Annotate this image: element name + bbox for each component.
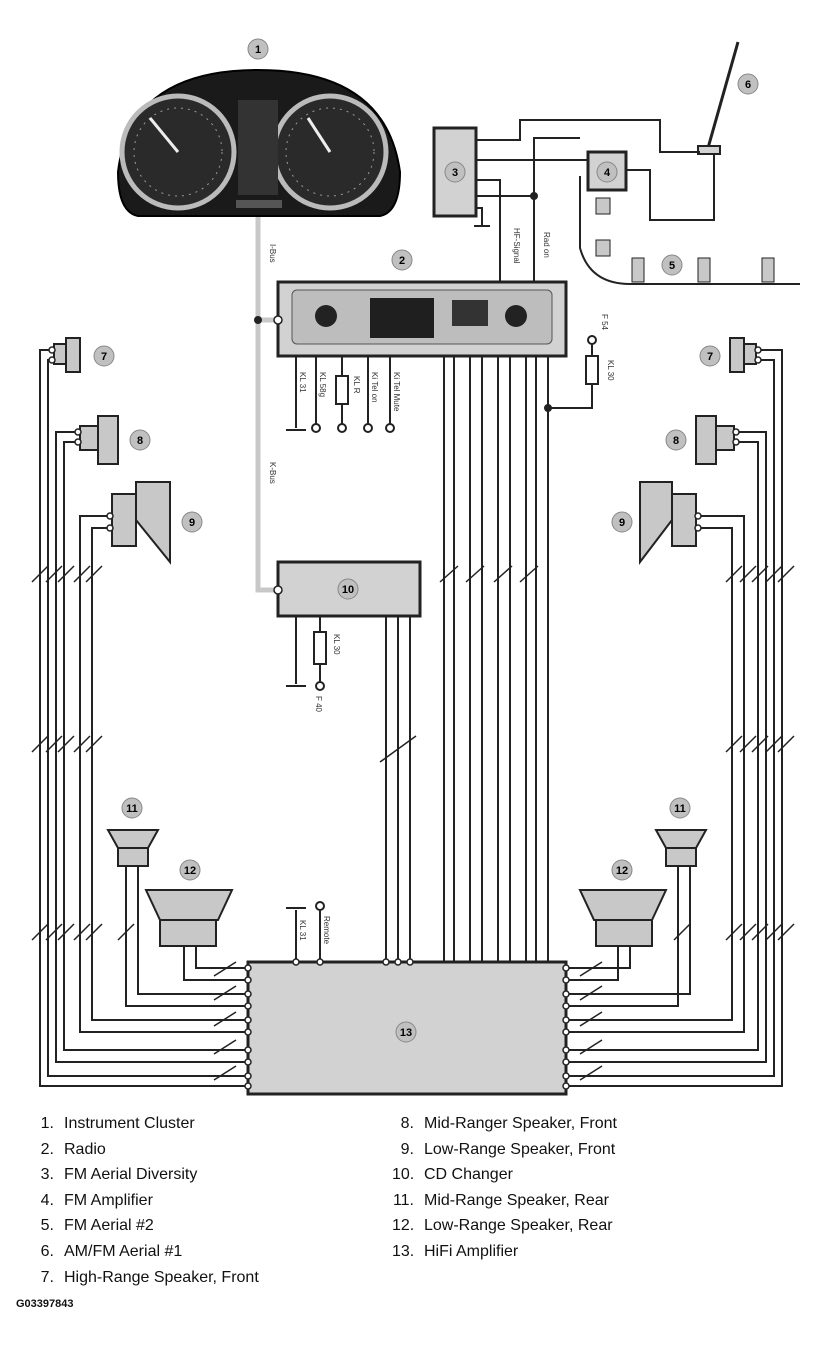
label-remote: Remote	[322, 916, 331, 945]
svg-text:1: 1	[255, 44, 261, 56]
callout-8-left: 8	[129, 429, 151, 451]
aerial-wires	[474, 119, 715, 284]
svg-text:2: 2	[399, 255, 405, 267]
cd-changer-wiring	[286, 616, 411, 962]
svg-text:12: 12	[616, 865, 628, 877]
radio	[276, 280, 568, 358]
twisted-pair-marks	[31, 565, 795, 1081]
callout-5: 5	[661, 254, 683, 276]
left-speaker-wires	[39, 349, 248, 1087]
amplifier-top-wiring	[286, 901, 325, 962]
label-f-radio: F 54	[600, 314, 609, 331]
callout-3: 3	[444, 161, 466, 183]
instrument-cluster	[116, 68, 402, 217]
svg-text:11: 11	[674, 803, 686, 815]
terminals	[48, 315, 762, 1090]
callout-4: 4	[596, 161, 618, 183]
figure-code: G03397843	[16, 1298, 74, 1310]
ibus-wire	[255, 212, 278, 323]
callout-12-right: 12	[611, 859, 633, 881]
right-speakers	[578, 337, 757, 947]
label-kl-r: KL R	[352, 376, 361, 394]
label-rad-on: Rad on	[542, 232, 551, 258]
callout-9-right: 9	[611, 511, 633, 533]
legend-item-5: 5.FM Aerial #2	[40, 1217, 154, 1234]
legend-item-1: 1.Instrument Cluster	[40, 1115, 195, 1132]
label-tel-on: Ki Tel on	[370, 372, 379, 403]
svg-text:7: 7	[101, 351, 107, 363]
svg-text:9: 9	[619, 517, 625, 529]
label-kl31-radio: KL 31	[298, 372, 307, 393]
label-kl31-amp: KL 31	[298, 920, 307, 941]
bus-lines	[255, 212, 278, 593]
am-fm-aerial-1	[697, 41, 740, 155]
svg-text:4: 4	[604, 167, 611, 179]
right-speaker-wires	[566, 349, 783, 1087]
label-kbus: K-Bus	[268, 462, 277, 484]
callout-10: 10	[337, 578, 359, 600]
legend-item-4: 4.FM Amplifier	[40, 1192, 153, 1209]
legend-item-10: 10.CD Changer	[392, 1166, 513, 1183]
radio-wiring	[286, 335, 599, 433]
svg-text:12: 12	[184, 865, 196, 877]
svg-text:8: 8	[673, 435, 679, 447]
label-kl30-radio: KL 30	[606, 360, 615, 381]
callouts: 1 2 3 4 5 6 7 7 8 8 9 9 10 11 11 12 12 1…	[93, 38, 759, 1043]
label-kl30-cd: KL 30	[332, 634, 341, 655]
svg-text:6: 6	[745, 79, 751, 91]
svg-text:3: 3	[452, 167, 458, 179]
callout-11-left: 11	[121, 797, 143, 819]
callout-8-right: 8	[665, 429, 687, 451]
svg-text:8: 8	[137, 435, 143, 447]
label-tel-mute: Ki Tel Mute	[392, 372, 401, 412]
svg-text:7: 7	[707, 351, 713, 363]
callout-2: 2	[391, 249, 413, 271]
kbus-wire	[255, 320, 278, 593]
legend-item-9: 9.Low-Range Speaker, Front	[400, 1141, 616, 1158]
callout-7-left: 7	[93, 345, 115, 367]
legend-item-3: 3.FM Aerial Diversity	[40, 1166, 198, 1183]
svg-text:11: 11	[126, 803, 138, 815]
svg-text:13: 13	[400, 1027, 412, 1039]
callout-9-left: 9	[181, 511, 203, 533]
svg-text:5: 5	[669, 260, 675, 272]
legend-item-7: 7.High-Range Speaker, Front	[40, 1269, 259, 1286]
label-kl58g: KL 58g	[318, 372, 327, 397]
legend-item-13: 13.HiFi Amplifier	[392, 1243, 519, 1260]
callout-7-right: 7	[699, 345, 721, 367]
left-speakers	[53, 337, 234, 947]
wire-labels: I-Bus K-Bus HF-Signal Rad on KL 31 KL 58…	[268, 228, 615, 945]
callout-12-left: 12	[179, 859, 201, 881]
label-ibus-top: I-Bus	[268, 244, 277, 263]
legend-item-11: 11.Mid-Range Speaker, Rear	[392, 1192, 609, 1209]
audio-wiring-diagram: I-Bus K-Bus HF-Signal Rad on KL 31 KL 58…	[31, 38, 800, 1096]
label-f-cd: F 40	[314, 696, 323, 713]
label-hf-signal: HF-Signal	[512, 228, 521, 264]
legend-item-8: 8.Mid-Ranger Speaker, Front	[400, 1115, 617, 1132]
legend-item-2: 2.Radio	[40, 1141, 106, 1158]
callout-11-right: 11	[669, 797, 691, 819]
fm-aerial-2	[579, 176, 800, 285]
bus-junction	[254, 316, 262, 324]
legend-item-12: 12.Low-Range Speaker, Rear	[392, 1217, 613, 1234]
radio-amplifier-bundle	[443, 356, 549, 962]
legend-item-6: 6.AM/FM Aerial #1	[40, 1243, 183, 1260]
callout-6: 6	[737, 73, 759, 95]
callout-1: 1	[247, 38, 269, 60]
svg-text:9: 9	[189, 517, 195, 529]
svg-text:10: 10	[342, 584, 354, 596]
callout-13: 13	[395, 1021, 417, 1043]
